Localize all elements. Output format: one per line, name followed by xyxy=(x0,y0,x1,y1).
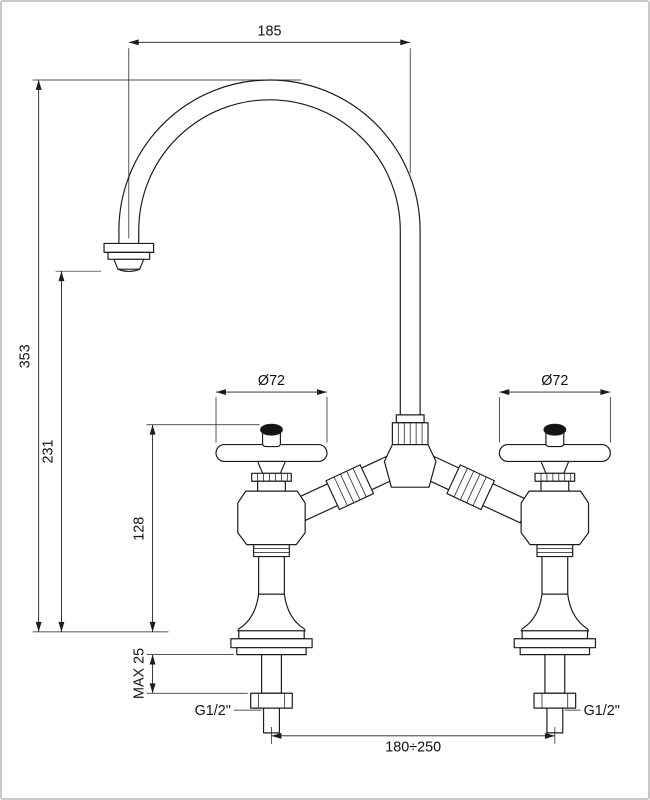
spout-outlet xyxy=(103,242,155,273)
dimension-dia72-right: Ø72 xyxy=(498,373,611,443)
leg-cylinder xyxy=(258,555,285,595)
spout-assembly xyxy=(103,79,429,446)
dimension-185: 185 xyxy=(128,23,411,239)
dim-text-231: 231 xyxy=(41,440,57,464)
faucet-leg-left xyxy=(215,423,328,734)
arm-nut-left xyxy=(325,464,375,511)
base-trumpet xyxy=(237,593,306,632)
bonnet-neck xyxy=(257,480,286,492)
thread-label-left: G1/2" xyxy=(195,703,262,719)
valve-body xyxy=(237,490,306,546)
dim-text-353: 353 xyxy=(18,344,34,368)
mounting-shank xyxy=(260,654,282,694)
dim-text-dia72-left: Ø72 xyxy=(258,373,285,389)
spout-outer-arc xyxy=(118,79,421,231)
y-junction xyxy=(383,443,437,488)
dimension-180-250: 180÷250 xyxy=(271,726,556,756)
dimension-353: 353 xyxy=(18,79,302,633)
riser-coupling-nut xyxy=(391,422,429,446)
dim-text-max25: MAX 25 xyxy=(132,648,148,699)
dim-text-g12-left: G1/2" xyxy=(195,703,231,719)
body-lower-ring xyxy=(253,544,290,558)
dimension-max25: MAX 25 xyxy=(132,648,248,699)
dimension-231: 231 xyxy=(41,270,102,632)
thread-label-right: G1/2" xyxy=(564,703,620,719)
spout-inner-arc xyxy=(138,99,401,231)
dim-text-180-250: 180÷250 xyxy=(385,740,441,756)
dim-text-g12-right: G1/2" xyxy=(584,703,620,719)
escutcheon-plates xyxy=(230,630,313,656)
dim-text-185: 185 xyxy=(258,23,282,39)
arm-nut-right xyxy=(446,464,495,511)
handle-cap xyxy=(260,423,283,436)
dimension-128: 128 xyxy=(132,424,260,632)
dim-text-dia72-right: Ø72 xyxy=(541,373,568,389)
clamp-nut xyxy=(250,692,293,709)
dim-text-128: 128 xyxy=(132,517,148,541)
handle-hub xyxy=(257,460,286,474)
bonnet-knurl-ring xyxy=(251,472,292,482)
faucet-leg-right xyxy=(498,423,611,734)
dimension-dia72-left: Ø72 xyxy=(215,373,328,443)
riser-collar xyxy=(395,414,425,424)
